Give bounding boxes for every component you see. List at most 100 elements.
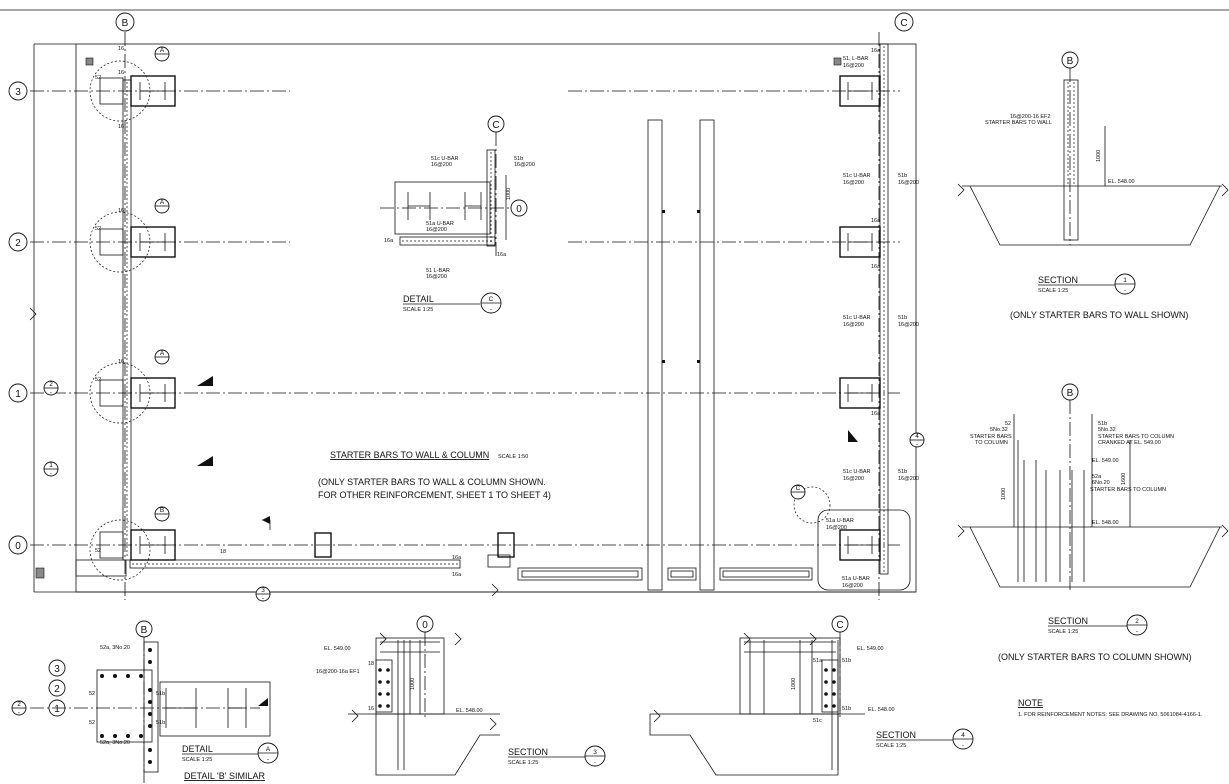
section-ref-dash: - xyxy=(962,742,964,749)
level-label: EL. 548.00 xyxy=(456,708,483,714)
bar-label: 16@200 xyxy=(898,322,919,328)
bar-label: 51 L-BAR xyxy=(426,268,450,274)
bar-label: 16@200-16a EF1 xyxy=(316,669,360,675)
dimension-label: 1000 xyxy=(410,678,416,690)
bar-label: 51b xyxy=(842,658,851,664)
section-scale: SCALE 1:25 xyxy=(1038,288,1068,294)
section-ref: 1 xyxy=(1123,277,1127,284)
detail-label: DETAIL xyxy=(182,744,213,754)
bar-label: 51a xyxy=(813,658,823,664)
plan-note-line-2: FOR OTHER REINFORCEMENT, SHEET 1 TO SHEE… xyxy=(318,490,551,500)
grid-label-0: 0 xyxy=(516,204,522,215)
bar-label: 51b xyxy=(898,315,907,321)
section-ref-dash: - xyxy=(50,389,52,396)
bar-label: 51, L-BAR xyxy=(843,56,868,62)
bar-label: 51b xyxy=(898,173,907,179)
section-label: SECTION xyxy=(508,747,548,757)
bar-label: STARTER BARS TO WALL xyxy=(985,120,1052,126)
section-note: (ONLY STARTER BARS TO WALL SHOWN) xyxy=(1010,310,1188,320)
grid-bubbles: B C 3 2 1 0 2 - 1 - 4 - 3 - A A A xyxy=(8,12,925,602)
bar-label: 16@200 xyxy=(426,274,447,280)
section-label: SECTION xyxy=(1048,616,1088,626)
bar-label: 16@200 xyxy=(843,63,864,69)
bar-label: 16@200-16 EF2 xyxy=(1010,114,1050,120)
section-scale: SCALE 1:25 xyxy=(508,760,538,766)
detail-a: B 3 2 1 2 - 52a, 3No.20 52a, 3No.20 52 5… xyxy=(11,620,279,784)
grid-label-row: 1 xyxy=(54,704,60,715)
bar-label: TO COLUMN xyxy=(975,440,1008,446)
bar-label: 16a xyxy=(452,555,462,561)
grid-label-0: 0 xyxy=(422,620,428,631)
detail-c: C 0 51c U-BAR 16@200 51b 16@200 51a U-BA… xyxy=(380,115,535,314)
bar-label: 52 xyxy=(89,720,95,726)
bar-label: 51a U-BAR xyxy=(826,518,854,524)
level-label: EL. 549.00 xyxy=(1092,458,1119,464)
grid-label-b: B xyxy=(122,18,129,29)
bar-label: 16 xyxy=(118,70,124,76)
detail-scale: SCALE 1:25 xyxy=(182,757,212,763)
section-ref: 2 xyxy=(49,381,53,388)
grid-label-b: B xyxy=(1067,388,1074,399)
bar-label: 16 xyxy=(118,208,124,214)
section-ref: 3 xyxy=(261,587,265,594)
grid-label-b: B xyxy=(1067,56,1074,67)
bar-label: 51c U-BAR xyxy=(843,315,871,321)
bar-label: 16@200 xyxy=(431,162,452,168)
detail-similar-note: DETAIL 'B' SIMILAR xyxy=(184,771,265,781)
dimension-label: 1000 xyxy=(1001,488,1007,500)
bar-label: 51b xyxy=(898,469,907,475)
section-2: B 52 5No.32 STARTER BARS TO COLUMN 51b 5… xyxy=(957,383,1229,662)
level-label: EL. 548.00 xyxy=(1108,179,1135,185)
bar-label: STARTER BARS TO COLUMN xyxy=(1098,434,1174,440)
bar-label: 16 xyxy=(118,46,124,52)
level-label: EL. 548.00 xyxy=(868,707,895,713)
detail-label: DETAIL xyxy=(403,294,434,304)
bar-label: 16a xyxy=(871,48,881,54)
detail-scale: SCALE 1:25 xyxy=(403,307,433,313)
bar-label: 16a xyxy=(452,572,462,578)
bar-label: 51c xyxy=(813,718,822,724)
bar-label: 52 xyxy=(95,377,101,383)
bar-label: 16@200 xyxy=(514,162,535,168)
bar-label: 16a xyxy=(384,238,394,244)
bar-label: 51a U-BAR xyxy=(842,576,870,582)
grid-label-c: C xyxy=(836,620,843,631)
general-note: NOTE 1. FOR REINFORCEMENT NOTES: SEE DRA… xyxy=(1018,698,1203,718)
level-label: EL. 548.00 xyxy=(1092,520,1119,526)
bar-label: 16a xyxy=(871,218,881,224)
plan-scale: SCALE 1:50 xyxy=(498,454,528,460)
detail-ref-dash: - xyxy=(490,306,492,313)
plan-note-line-1: (ONLY STARTER BARS TO WALL & COLUMN SHOW… xyxy=(318,477,546,487)
bar-label: 16a xyxy=(871,411,881,417)
bar-label: 51c U-BAR xyxy=(431,156,459,162)
section-ref-dash: - xyxy=(1124,287,1126,294)
bar-label: 51b xyxy=(156,720,165,726)
detail-callout: A xyxy=(160,350,165,357)
bar-label: 16 xyxy=(118,124,124,130)
section-ref-dash: - xyxy=(1136,628,1138,635)
bar-label: 52 xyxy=(1005,421,1011,427)
section-label: SECTION xyxy=(1038,275,1078,285)
bar-label: 18 xyxy=(220,549,226,555)
section-ref-dash: - xyxy=(18,709,20,716)
section-3: 0 EL. 549.00 16@200-16a EF1 18 16 1000 E… xyxy=(316,615,606,776)
bar-label: 52 xyxy=(89,691,95,697)
note-line-1: 1. FOR REINFORCEMENT NOTES: SEE DRAWING … xyxy=(1018,712,1203,718)
grid-label-row: 1 xyxy=(15,389,21,400)
bar-label: STARTER BARS TO COLUMN xyxy=(1090,487,1166,493)
level-label: EL. 549.00 xyxy=(857,646,884,652)
grid-label-c: C xyxy=(492,120,499,131)
bar-label: 51c U-BAR xyxy=(843,173,871,179)
section-4: C EL. 549.00 51a 51b 51b 51c 1000 EL. 54… xyxy=(649,615,974,776)
section-ref: 3 xyxy=(593,749,597,756)
grid-label-row: 3 xyxy=(54,664,60,675)
section-ref: 1 xyxy=(49,462,53,469)
dimension-label: 1600 xyxy=(1121,473,1127,485)
grid-label-row: 3 xyxy=(15,87,21,98)
plan-view xyxy=(29,32,917,600)
dimension-label: 1000 xyxy=(1096,150,1102,162)
bar-label: 16a xyxy=(871,264,881,270)
section-ref-dash: - xyxy=(594,759,596,766)
section-scale: SCALE 1:25 xyxy=(1048,629,1078,635)
level-label: EL. 549.00 xyxy=(324,646,351,652)
